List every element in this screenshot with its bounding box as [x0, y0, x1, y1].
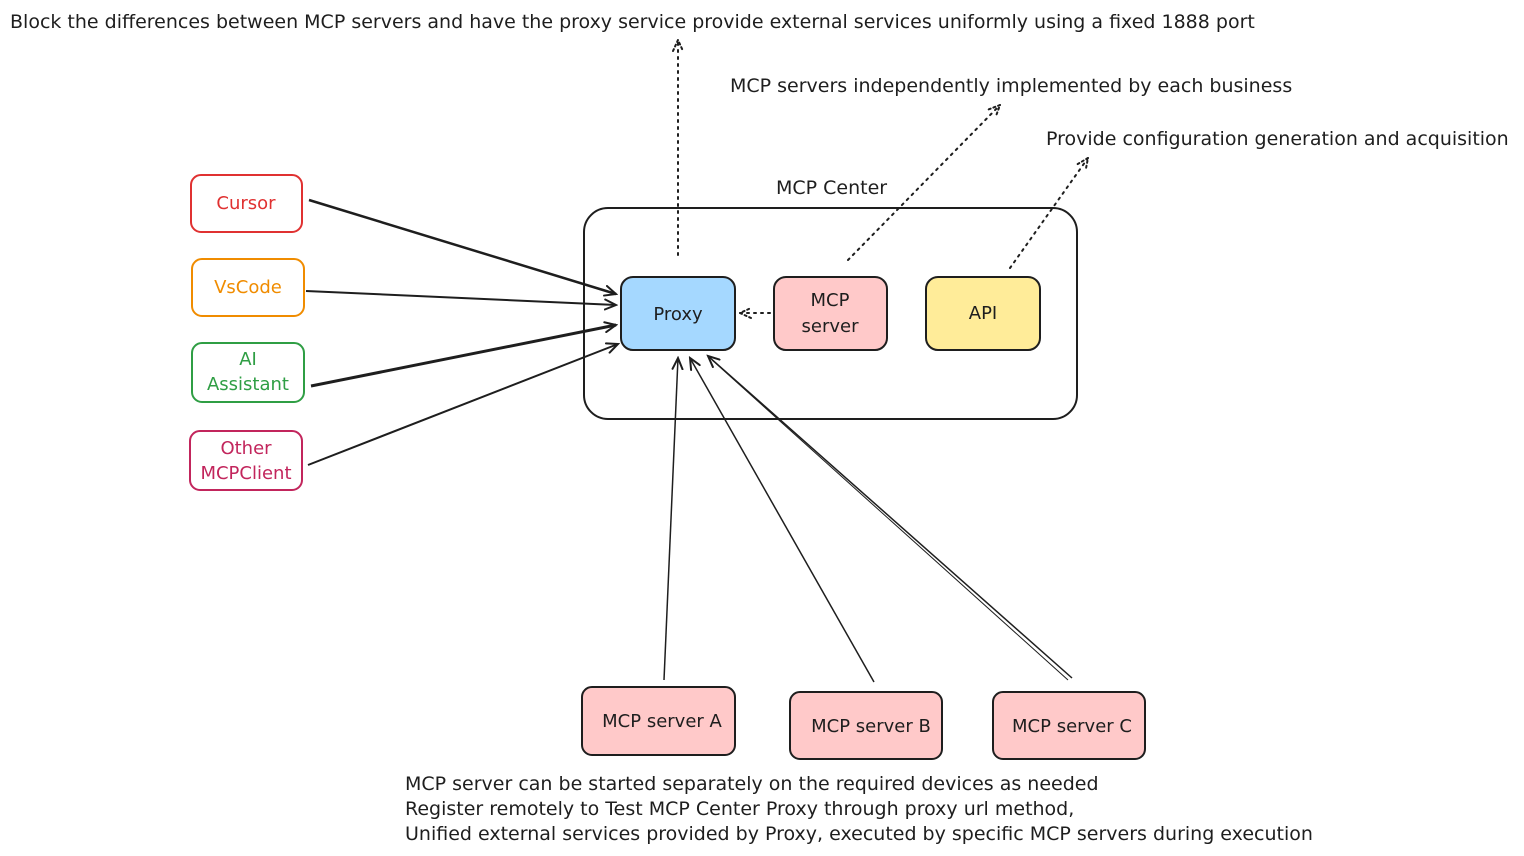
center-mcp-server-node[interactable]: MCP server	[773, 276, 888, 351]
client-ai-assistant-label-line2: Assistant	[207, 374, 289, 395]
mcp-server-c-node[interactable]: MCP server C	[992, 691, 1146, 760]
arrow-cursor-to-proxy	[308, 198, 616, 294]
api-node[interactable]: API	[925, 276, 1041, 351]
client-cursor-label: Cursor	[216, 193, 276, 214]
client-vscode-node[interactable]: VsCode	[191, 258, 305, 317]
mcp-server-a-label: MCP server A	[602, 711, 722, 732]
footer-note-line3: Unified external services provided by Pr…	[405, 823, 1313, 845]
mcp-server-b-label: MCP server B	[811, 716, 931, 737]
mcp-center-label: MCP Center	[776, 177, 887, 199]
footer-note-line1: MCP server can be started separately on …	[405, 773, 1099, 795]
mcp-server-b-node[interactable]: MCP server B	[789, 691, 943, 760]
center-mcp-server-label-line2: server	[802, 316, 860, 337]
arrow-server-c-to-proxy	[708, 356, 1073, 679]
dotted-center-server-to-note	[847, 105, 1000, 261]
arrow-vscode-to-proxy	[305, 290, 616, 305]
mcp-server-a-node[interactable]: MCP server A	[581, 686, 736, 756]
proxy-node[interactable]: Proxy	[620, 276, 736, 351]
client-ai-assistant-label-line1: AI	[239, 349, 257, 370]
api-annotation: Provide configuration generation and acq…	[1046, 128, 1509, 150]
arrow-other-to-proxy	[307, 344, 618, 466]
arrow-server-c-to-proxy-secondary	[711, 359, 1069, 681]
client-ai-assistant-node[interactable]: AI Assistant	[191, 342, 305, 403]
arrow-server-b-to-proxy	[690, 358, 875, 683]
arrow-ai-assistant-to-proxy	[310, 325, 616, 388]
mcp-center-container	[583, 207, 1078, 420]
client-cursor-node[interactable]: Cursor	[190, 174, 303, 233]
footer-note-line2: Register remotely to Test MCP Center Pro…	[405, 798, 1074, 820]
client-other-label-line1: Other	[220, 438, 272, 459]
client-other-label-line2: MCPClient	[200, 463, 291, 484]
client-other-node[interactable]: Other MCPClient	[189, 430, 303, 491]
dotted-api-to-note	[1009, 158, 1088, 269]
mcp-servers-annotation: MCP servers independently implemented by…	[730, 75, 1292, 97]
mcp-server-c-label: MCP server C	[1012, 716, 1132, 737]
proxy-goal-annotation: Block the differences between MCP server…	[10, 11, 1255, 33]
client-vscode-label: VsCode	[214, 277, 282, 298]
proxy-label: Proxy	[653, 304, 703, 325]
api-label: API	[969, 303, 997, 324]
center-mcp-server-label-line1: MCP	[811, 290, 850, 311]
arrow-server-a-to-proxy	[663, 358, 678, 681]
